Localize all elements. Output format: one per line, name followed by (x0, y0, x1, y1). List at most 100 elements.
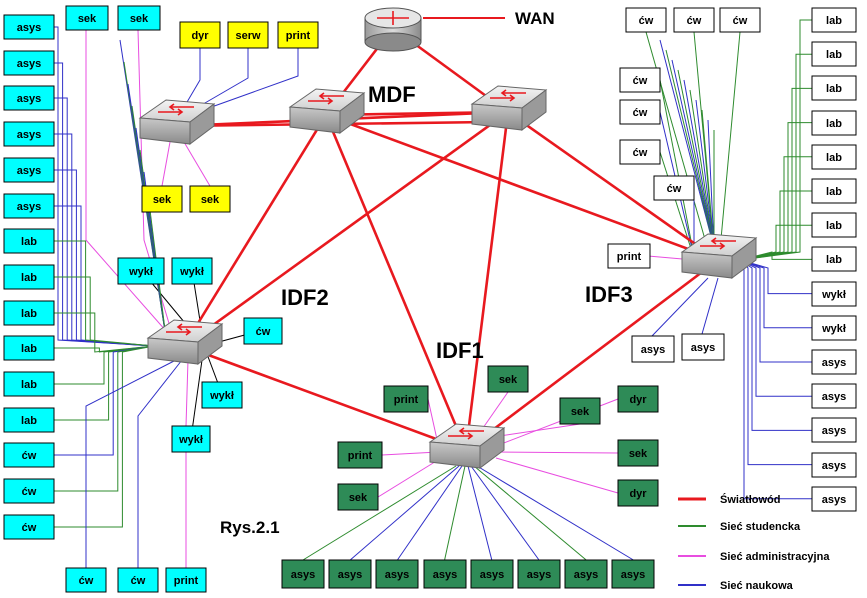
cabling-layer (54, 19, 812, 568)
idf2-bottom-node: print (165, 567, 207, 593)
idf1-top-node: sek (487, 365, 529, 393)
idf1-left-node: print (383, 385, 429, 413)
admin-bottom-node: sek (189, 185, 231, 213)
idf2-left-node-label: lab (21, 272, 37, 284)
idf2-left-node-label: asys (17, 22, 41, 34)
idf1-top-node-box (487, 365, 529, 393)
idf2-right-node: wykł (201, 381, 243, 409)
idf2-bottom-node-label: ćw (79, 575, 94, 587)
idf3-left-node-box (607, 243, 651, 269)
idf3-fan-link (665, 49, 715, 249)
admin-top-node-label: dyr (191, 30, 209, 42)
idf3-right-node-label: lab (826, 186, 842, 198)
idf3-right-node-box (811, 41, 857, 67)
idf1-bottom-link (476, 465, 634, 561)
idf3-right-node-box (811, 246, 857, 272)
legend-label: Sieć administracyjna (720, 551, 830, 563)
idf1-bottom-node-label: asys (433, 569, 457, 581)
admin-top-node-box (277, 21, 319, 49)
idf2-left-node: asys (3, 85, 55, 111)
idf3-right-node: lab (811, 246, 857, 272)
idf2-label: IDF2 (281, 285, 329, 310)
idf2-left-node: ćw (3, 442, 55, 468)
idf1-bottom-node-label: asys (480, 569, 504, 581)
idf1-bottom-node: asys (423, 559, 467, 589)
legend-label: Sieć naukowa (720, 580, 794, 592)
switch-icon-side (339, 92, 365, 134)
label-layer: MDF IDF1 IDF2 IDF3 WAN Rys.2.1 (220, 9, 633, 537)
idf1-right-node-box (617, 385, 659, 413)
idf2-left-link (54, 97, 155, 347)
idf1-left-link (381, 451, 439, 456)
idf3-right-node-box (811, 315, 857, 341)
idf1-bottom-link (396, 465, 463, 561)
idf2-left-node: ćw (3, 514, 55, 540)
idf3-bottom-node-box (681, 333, 725, 361)
admin-bottom-node: sek (141, 185, 183, 213)
idf1-bottom-node-box (517, 559, 561, 589)
switch-icon-side (189, 103, 215, 145)
idf2-bottom-node-label: ćw (131, 575, 146, 587)
idf2-left-node-label: asys (17, 58, 41, 70)
idf2-right-node: ćw (243, 317, 283, 345)
idf3-right-node-label: asys (822, 460, 846, 472)
idf1-bottom-node-box (328, 559, 372, 589)
idf3-right-node-label: asys (822, 357, 846, 369)
switch-icon-arrow-left (168, 103, 194, 111)
idf2-top-node-box (117, 5, 161, 31)
idf1-bottom-node-label: asys (574, 569, 598, 581)
fiber-mdf-idf1 (324, 114, 468, 451)
idf3-top-node-box (719, 7, 761, 33)
idf3-bottom-node-label: asys (691, 342, 715, 354)
idf2-right-node-label: wykł (209, 390, 234, 402)
idf1-top-node-box (559, 397, 601, 425)
legend-item: Sieć administracyjna (678, 551, 830, 563)
fiber-mdf-idf2 (182, 114, 328, 347)
idf3-right-node: asys (811, 452, 857, 478)
idf3-right-node-box (811, 110, 857, 136)
switch-icon-arrow-right (308, 97, 334, 105)
idf3-right-node-label: asys (822, 391, 846, 403)
idf2-left-node-label: ćw (22, 486, 37, 498)
fiber-mdf2-idf1 (464, 111, 510, 451)
idf1-left-node-box (337, 483, 379, 511)
idf2-left-node-box (3, 335, 55, 361)
switch-icon-arrow-right (166, 328, 192, 336)
idf1-bottom-node: asys (281, 559, 325, 589)
idf3-left-node-label: ćw (633, 75, 648, 87)
admin-top-node: serw (227, 21, 269, 49)
idf2-top-link (137, 29, 175, 341)
idf3-right-node-label: wykł (821, 323, 846, 335)
idf2-right-node-label: wykł (179, 266, 204, 278)
idf3-top-node: ćw (673, 7, 715, 33)
idf1-left-link (377, 459, 439, 498)
idf1-left-node: sek (337, 483, 379, 511)
idf1-top-node-label: sek (499, 374, 518, 386)
idf1-left-link (427, 398, 439, 445)
idf3-top-node-label: ćw (639, 15, 654, 27)
idf1-bottom-node-box (611, 559, 655, 589)
idf3-top-node: ćw (719, 7, 761, 33)
idf2-left-link (54, 276, 155, 347)
idf3-bottom-node-label: asys (641, 344, 665, 356)
idf2-right-node-label: wykł (128, 266, 153, 278)
idf2-left-node-label: asys (17, 93, 41, 105)
idf1-right-node-label: sek (629, 448, 648, 460)
admin-bottom-node-label: sek (201, 194, 220, 206)
fiber-idf2-idf1 (183, 344, 467, 452)
admin-bottom-link (161, 141, 171, 187)
switch-icon-front (429, 441, 481, 469)
legend-label: Światłowód (720, 493, 781, 506)
idf3-right-node: wykł (811, 315, 857, 341)
idf1-bottom-node-label: asys (527, 569, 551, 581)
switch-icon-arrow-right (448, 432, 474, 440)
idf2-left-node-box (3, 85, 55, 111)
idf3-right-link (739, 259, 812, 329)
idf1-bottom-node: asys (611, 559, 655, 589)
idf2-top-node: sek (65, 5, 109, 31)
switch-icon-arrow-left (458, 427, 484, 435)
idf1-left-node-label: print (348, 450, 373, 462)
idf3-top-node-box (625, 7, 667, 33)
idf2-left-node-box (3, 478, 55, 504)
